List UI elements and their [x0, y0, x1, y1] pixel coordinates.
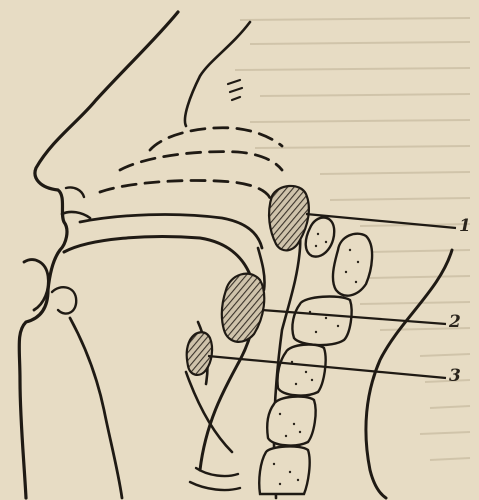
frontal-sinus-marks — [228, 80, 242, 100]
vertebra-c5 — [259, 446, 309, 494]
middle-concha — [120, 152, 282, 170]
superior-concha — [150, 128, 282, 150]
larynx-front — [186, 372, 232, 452]
cervical-spine — [259, 218, 372, 495]
skull-contour — [185, 22, 250, 126]
tongue — [64, 237, 255, 470]
label-2: 2 — [449, 314, 461, 331]
vertebra-c2 — [292, 297, 351, 346]
label-1: 1 — [459, 218, 471, 235]
lip-curl — [52, 287, 76, 313]
pharyngeal-tonsil — [269, 186, 309, 250]
neck-front — [70, 318, 122, 498]
label-3: 3 — [449, 368, 461, 385]
nostril — [66, 187, 84, 197]
hard-palate — [80, 215, 262, 248]
leader-line-3 — [208, 356, 446, 378]
inferior-concha — [100, 180, 270, 198]
trachea — [190, 468, 240, 490]
vertebra-atlas — [333, 234, 372, 296]
palatine-tonsil — [222, 274, 264, 342]
upper-lip — [62, 212, 90, 218]
leader-line-2 — [262, 310, 446, 324]
lower-lip — [24, 260, 48, 310]
vertebra-c3 — [277, 345, 325, 396]
vertebra-odontoid — [306, 218, 334, 257]
vertebra-c4 — [267, 397, 315, 446]
lingual-tonsil — [187, 332, 212, 375]
face-profile — [19, 12, 178, 498]
